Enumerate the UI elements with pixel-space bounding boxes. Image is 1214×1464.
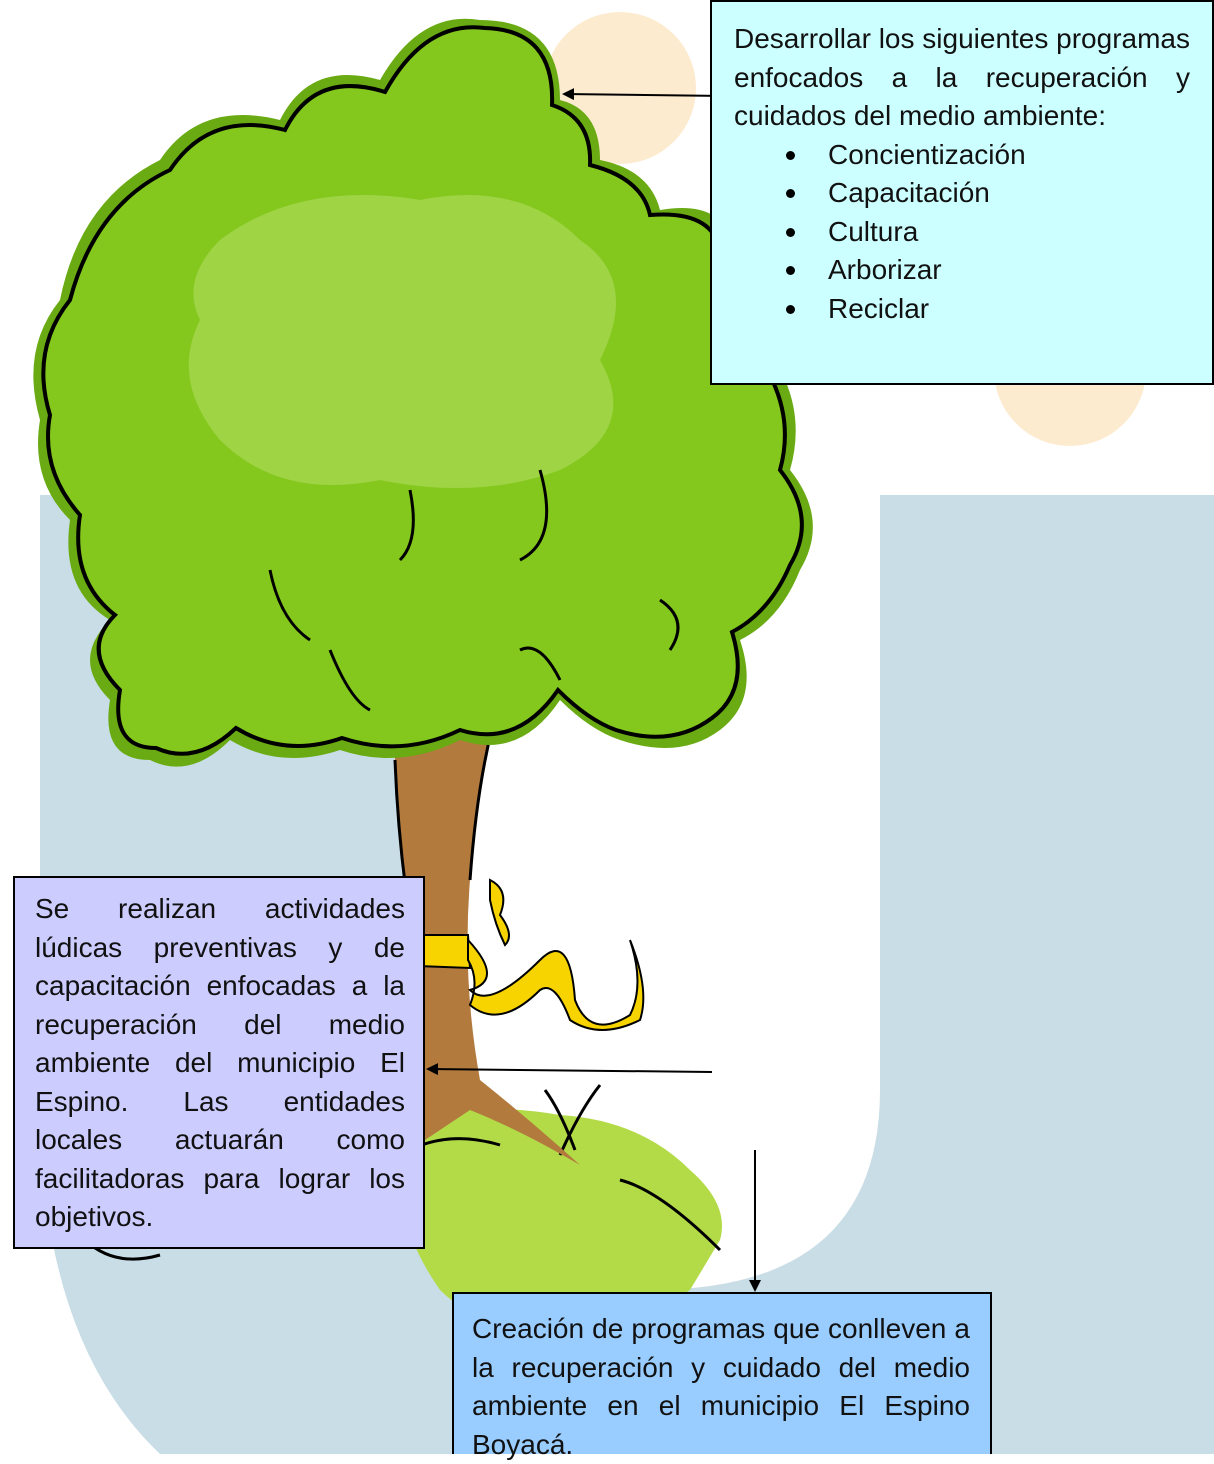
arrow-to-canopy [562, 88, 727, 101]
grass [83, 1084, 722, 1330]
creation-text: Creación de programas que conlleven a la… [472, 1313, 970, 1460]
tree-foliage [33, 18, 813, 767]
list-item: Arborizar [786, 251, 1190, 290]
foliage-highlight [188, 195, 616, 488]
list-item: Cultura [786, 213, 1190, 252]
creation-box: Creación de programas que conlleven a la… [452, 1292, 992, 1460]
programs-intro: Desarrollar los siguientes programas enf… [734, 23, 1190, 131]
arrow-to-trunk [426, 1063, 713, 1076]
list-item: Capacitación [786, 174, 1190, 213]
list-item: Reciclar [786, 290, 1190, 329]
list-item: Concientización [786, 136, 1190, 175]
programs-list: Concientización Capacitación Cultura Arb… [734, 136, 1190, 329]
activities-text: Se realizan actividades lúdicas preventi… [35, 893, 405, 1232]
arrows [426, 88, 761, 1292]
activities-box: Se realizan actividades lúdicas preventi… [13, 876, 425, 1249]
programs-box: Desarrollar los siguientes programas enf… [710, 0, 1214, 385]
